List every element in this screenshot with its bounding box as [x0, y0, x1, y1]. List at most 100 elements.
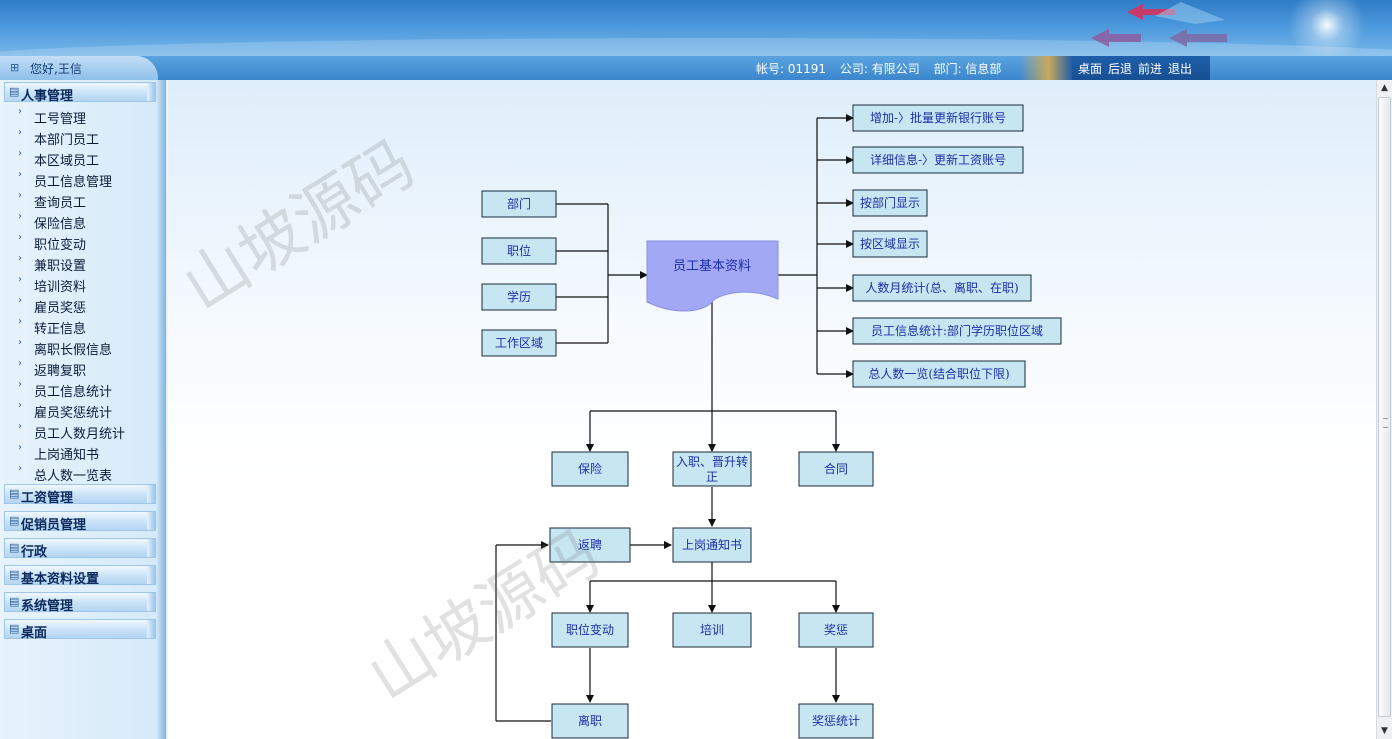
sidebar-item-label: 查询员工	[34, 196, 87, 211]
sidebar-item-label: 本区域员工	[34, 154, 100, 169]
node-label-line2: 正	[706, 470, 718, 484]
chevron-right-icon: ›	[18, 295, 22, 306]
node-label: 按部门显示	[860, 195, 920, 210]
menu-header-edge	[147, 512, 155, 530]
node-label: 员工信息统计:部门学历职位区域	[871, 323, 1043, 338]
nav-desktop-link[interactable]: 桌面	[1078, 62, 1103, 76]
menu-section-payroll[interactable]: ▤ 工资管理	[4, 484, 156, 506]
sidebar-item-label: 员工信息统计	[34, 385, 113, 400]
sidebar-item-label: 工号管理	[34, 112, 87, 127]
node-label: 返聘	[578, 538, 602, 552]
node-label: 奖惩	[824, 623, 848, 637]
node-label: 入职、晋升转	[676, 454, 748, 469]
node-label: 总人数一览(结合职位下限)	[868, 366, 1009, 381]
chevron-right-icon: ›	[18, 253, 22, 264]
flow-node-batch-bank: 增加-〉批量更新银行账号	[852, 104, 1024, 132]
menu-section-label: 行政	[21, 545, 48, 560]
folder-icon: ▤	[9, 595, 20, 608]
chevron-right-icon: ›	[18, 148, 22, 159]
sidebar-item-label: 转正信息	[34, 322, 87, 337]
scroll-up-arrow-icon[interactable]: ▲	[1381, 83, 1388, 93]
company-text: 公司: 有限公司	[839, 62, 920, 76]
folder-icon: ▤	[9, 514, 20, 527]
menu-header-edge	[147, 566, 155, 584]
menu-section-admin[interactable]: ▤ 行政	[4, 538, 156, 560]
greeting-text: 您好,王信	[30, 62, 82, 76]
flow-connectors	[495, 114, 854, 722]
flow-node-work-region: 工作区域	[481, 329, 557, 357]
menu-header-edge	[147, 620, 155, 638]
flow-node-update-salary: 详细信息-〉更新工资账号	[852, 146, 1024, 174]
main-scrollbar[interactable]: ▲ ▼	[1376, 80, 1392, 739]
node-label: 培训	[700, 622, 724, 637]
sidebar-item-label: 离职长假信息	[34, 343, 113, 358]
folder-icon: ▤	[9, 622, 20, 635]
flow-node-contract: 合同	[798, 451, 874, 487]
nav-back-link[interactable]: 后退	[1108, 62, 1133, 76]
menu-section-system[interactable]: ▤ 系统管理	[4, 592, 156, 614]
flow-node-total-overview: 总人数一览(结合职位下限)	[852, 360, 1026, 388]
chevron-right-icon: ›	[18, 400, 22, 411]
chevron-right-icon: ›	[18, 232, 22, 243]
flow-node-insurance: 保险	[551, 451, 629, 487]
main-content: 部门 职位 学历 工作区域 员工基本资料 增加-〉批量更新银行账号 详细信息-〉…	[168, 80, 1376, 739]
node-label: 部门	[507, 196, 531, 211]
chevron-right-icon: ›	[18, 337, 22, 348]
flow-node-education: 学历	[481, 283, 557, 311]
menu-section-label: 工资管理	[21, 491, 74, 506]
nav-forward-link[interactable]: 前进	[1138, 62, 1163, 76]
hr-flowchart: 部门 职位 学历 工作区域 员工基本资料 增加-〉批量更新银行账号 详细信息-〉…	[481, 104, 1062, 739]
menu-section-personnel[interactable]: ▤ 人事管理	[4, 82, 156, 104]
account-text: 帐号: 01191	[756, 62, 827, 76]
scroll-down-arrow-icon[interactable]: ▼	[1381, 726, 1388, 736]
flow-node-reward: 奖惩	[798, 612, 874, 648]
folder-icon: ▤	[9, 568, 20, 581]
menu-section-desktop[interactable]: ▤ 桌面	[4, 619, 156, 641]
sidebar-item-label: 员工人数月统计	[34, 427, 126, 442]
chevron-right-icon: ›	[18, 379, 22, 390]
menu-section-label: 人事管理	[21, 89, 74, 104]
sidebar-item-label: 雇员奖惩统计	[34, 406, 113, 421]
menu-header-edge	[147, 593, 155, 611]
flow-node-notice: 上岗通知书	[672, 527, 752, 563]
chevron-right-icon: ›	[18, 190, 22, 201]
menu-section-promoters[interactable]: ▤ 促销员管理	[4, 511, 156, 533]
chevron-right-icon: ›	[18, 127, 22, 138]
nav-bar: ⊞ 您好,王信 帐号: 01191 公司: 有限公司 部门: 信息部 桌面后退前…	[0, 56, 1392, 80]
user-info: 帐号: 01191 公司: 有限公司 部门: 信息部	[756, 60, 1011, 77]
flow-node-position: 职位	[481, 237, 557, 265]
node-label: 详细信息-〉更新工资账号	[870, 152, 1006, 167]
node-label: 增加-〉批量更新银行账号	[870, 110, 1006, 125]
menu-header-edge	[147, 485, 155, 503]
chevron-right-icon: ›	[18, 358, 22, 369]
chevron-right-icon: ›	[18, 274, 22, 285]
department-text: 部门: 信息部	[933, 62, 1002, 76]
menu-header-edge	[147, 539, 155, 557]
chevron-right-icon: ›	[18, 463, 22, 474]
quick-nav-fade	[1020, 56, 1072, 80]
menu-section-label: 基本资料设置	[21, 572, 100, 587]
top-banner	[0, 0, 1392, 56]
scroll-thumb[interactable]	[1378, 97, 1391, 717]
node-label: 学历	[507, 289, 531, 304]
nav-logout-link[interactable]: 退出	[1168, 62, 1193, 76]
menu-section-label: 系统管理	[21, 599, 74, 614]
sidebar-item-label: 总人数一览表	[34, 469, 113, 484]
flow-node-rehire: 返聘	[549, 527, 631, 563]
node-label: 职位	[507, 243, 531, 258]
menu-section-basic-settings[interactable]: ▤ 基本资料设置	[4, 565, 156, 587]
folder-icon: ▤	[9, 541, 20, 554]
flow-node-info-stats: 员工信息统计:部门学历职位区域	[852, 317, 1062, 345]
sidebar-item-label: 保险信息	[34, 217, 87, 232]
folder-icon: ▤	[9, 487, 20, 500]
banner-glow	[1282, 0, 1372, 56]
flow-node-by-department: 按部门显示	[852, 189, 928, 217]
scroll-grip	[1383, 418, 1388, 428]
flow-node-by-region: 按区域显示	[852, 230, 928, 258]
node-label: 上岗通知书	[682, 538, 742, 552]
flow-node-reward-stats: 奖惩统计	[798, 703, 874, 739]
sidebar-item-label: 培训资料	[34, 280, 87, 295]
node-label: 奖惩统计	[812, 714, 860, 728]
sidebar-item-label: 兼职设置	[34, 259, 87, 274]
